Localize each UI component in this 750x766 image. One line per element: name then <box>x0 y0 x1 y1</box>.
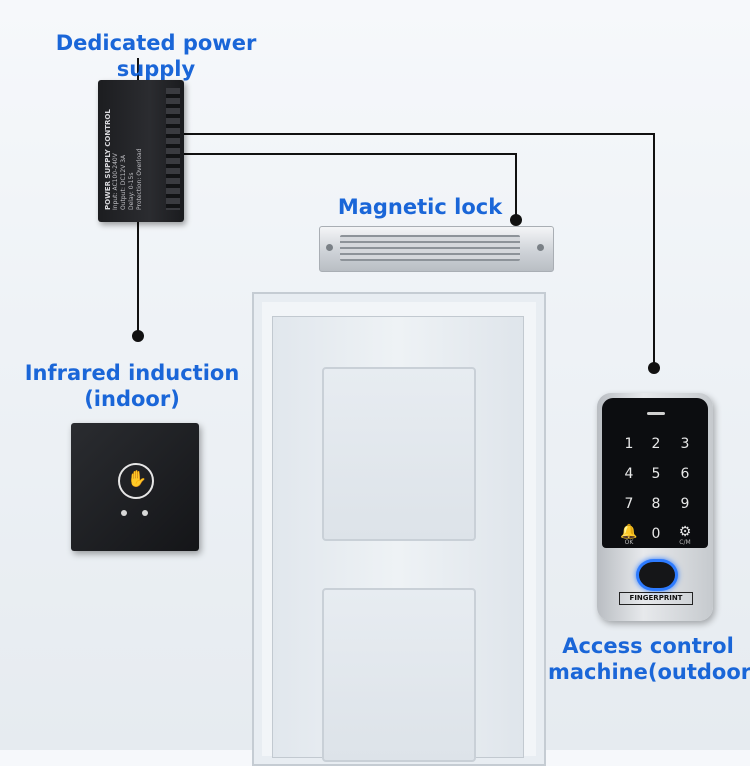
sensor-dot <box>121 510 127 516</box>
magnetic-lock-plate <box>340 235 520 261</box>
wire-psu-to-access-control <box>184 133 655 368</box>
screw-hole-icon <box>326 244 333 251</box>
label-infrared-induction: Infrared induction (indoor) <box>22 360 242 412</box>
key-2: 2 <box>651 436 661 452</box>
power-supply-print-line: Delay: 0-15s <box>128 172 135 210</box>
wire-node-infrared <box>132 330 144 342</box>
gear-icon: ⚙ <box>678 524 692 540</box>
hand-wave-icon: ✋ <box>127 471 147 488</box>
key-8: 8 <box>651 496 661 512</box>
key-gear-label: C/M <box>679 539 691 546</box>
key-bell: 🔔 OK <box>614 524 644 546</box>
key-9: 9 <box>680 496 690 512</box>
bell-icon: 🔔 <box>620 524 638 540</box>
label-access-line2: machine(outdoor) <box>548 660 750 684</box>
power-supply-print-title: POWER SUPPLY CONTROL <box>104 109 112 210</box>
key-7: 7 <box>624 496 634 512</box>
magnetic-lock <box>319 226 554 272</box>
key-5: 5 <box>651 466 661 482</box>
power-supply-print-line: Protection: Overload <box>136 148 143 210</box>
key-0: 0 <box>651 526 661 542</box>
label-infrared-line1: Infrared induction <box>24 361 240 385</box>
key-1: 1 <box>624 436 634 452</box>
label-magnetic-lock: Magnetic lock <box>337 195 503 219</box>
wire-node-access-control <box>648 362 660 374</box>
door-panel-upper <box>322 367 476 541</box>
heat-sink-fins <box>166 88 180 210</box>
status-led <box>647 412 665 415</box>
key-6: 6 <box>680 466 690 482</box>
wire-psu-to-magnetic-lock <box>184 153 517 220</box>
label-access-line1: Access control <box>562 634 734 658</box>
power-supply-print-line: Input: AC100-240V <box>112 153 119 210</box>
label-power-supply: Dedicated power supply <box>55 31 257 81</box>
power-supply-unit: POWER SUPPLY CONTROL Input: AC100-240V O… <box>98 80 184 222</box>
label-access-control: Access control machine(outdoor) <box>548 633 750 685</box>
fingerprint-sensor-icon <box>636 559 678 591</box>
wiring-diagram <box>132 58 660 374</box>
label-infrared-line2: (indoor) <box>84 387 180 411</box>
key-4: 4 <box>624 466 634 482</box>
key-bell-label: OK <box>624 539 634 546</box>
key-gear: ⚙ C/M <box>670 524 700 546</box>
wire-node-magnetic-lock <box>510 214 522 226</box>
infrared-exit-button: ✋ <box>71 423 199 551</box>
power-supply-print-line: Output: DC12V 3A <box>120 154 127 210</box>
key-3: 3 <box>680 436 690 452</box>
fingerprint-label: FINGERPRINT <box>619 592 693 605</box>
power-supply-print: POWER SUPPLY CONTROL Input: AC100-240V O… <box>104 92 156 210</box>
sensor-dot <box>142 510 148 516</box>
screw-hole-icon <box>537 244 544 251</box>
ring-icon <box>118 463 154 499</box>
door-panel-lower <box>322 588 476 762</box>
keypad-screen: 1 2 3 4 5 6 7 8 9 🔔 OK 0 ⚙ C/M <box>602 398 708 548</box>
access-control-machine: 1 2 3 4 5 6 7 8 9 🔔 OK 0 ⚙ C/M FINGERPRI… <box>597 393 713 621</box>
